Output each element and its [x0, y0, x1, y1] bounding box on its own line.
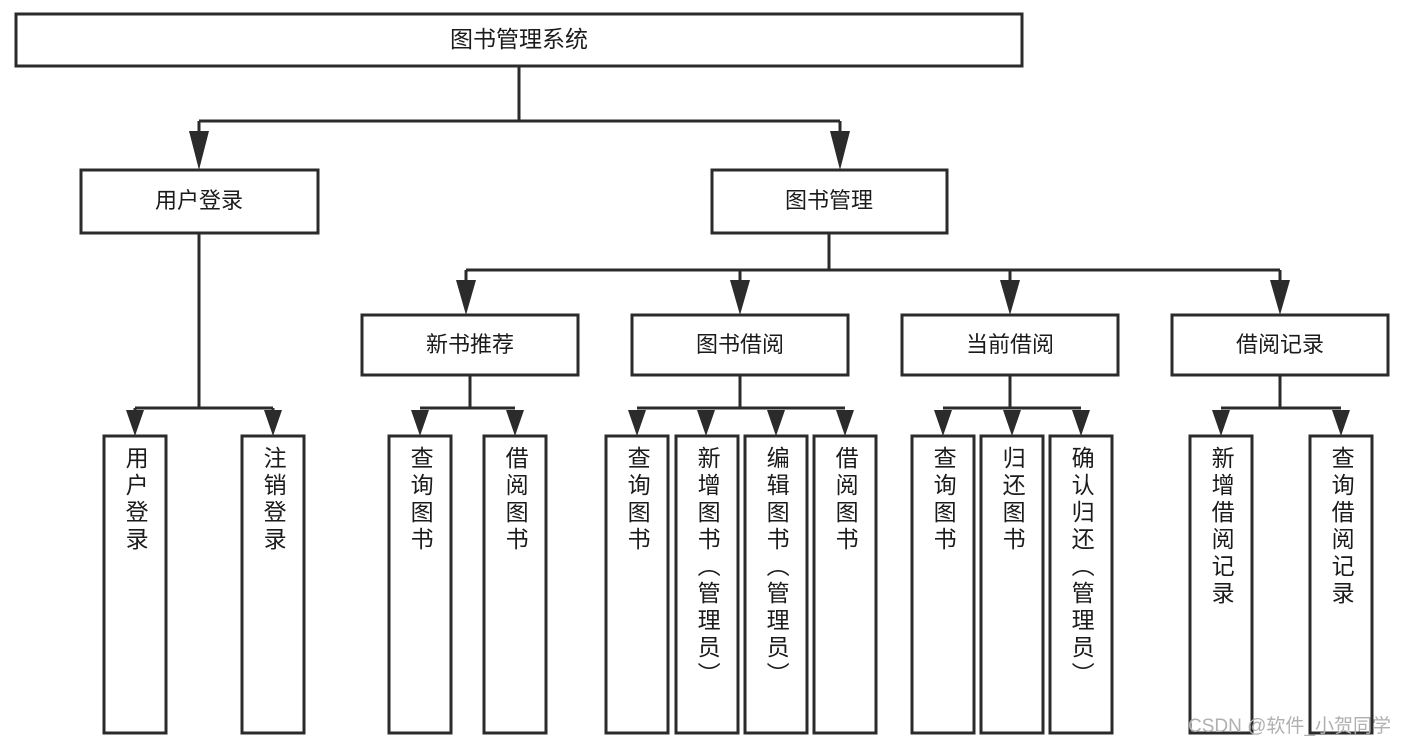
- node-user-login-box[interactable]: [79, 168, 320, 235]
- connectors-borrow-to-leaves: [628, 375, 854, 436]
- node-book-manage-label: 图书管理: [785, 188, 873, 213]
- arrow-to-new-book-recommend: [456, 280, 476, 315]
- arrow-to-leaf-query-book-a: [411, 410, 429, 436]
- node-new-book-recommend[interactable]: 新书推荐: [360, 313, 580, 377]
- arrow-to-leaf-borrow-book-b: [836, 410, 854, 436]
- arrow-to-leaf-logout: [264, 410, 282, 436]
- arrow-to-current-borrow: [1000, 280, 1020, 315]
- node-user-login[interactable]: 用户登录: [79, 168, 320, 235]
- connectors-current-to-leaves: [934, 375, 1090, 436]
- arrow-to-user-login: [189, 131, 209, 170]
- connectors-record-to-leaves: [1212, 375, 1350, 436]
- leaf-node-box[interactable]: [1188, 434, 1254, 735]
- arrow-to-leaf-confirm-return: [1072, 410, 1090, 436]
- arrow-to-leaf-query-book-c: [934, 410, 952, 436]
- arrow-to-leaf-user-login: [126, 410, 144, 436]
- leaf-node-box[interactable]: [102, 434, 168, 735]
- arrow-to-leaf-borrow-book-a: [506, 410, 524, 436]
- node-new-book-recommend-box[interactable]: [360, 313, 580, 377]
- leaf-node-box[interactable]: [743, 434, 809, 735]
- node-book-borrow[interactable]: 图书借阅: [630, 313, 850, 377]
- node-root-box[interactable]: [14, 12, 1024, 68]
- leaf-node-box[interactable]: [910, 434, 976, 735]
- node-borrow-record-label: 借阅记录: [1236, 332, 1324, 357]
- leaf-node-box[interactable]: [482, 434, 548, 735]
- connectors-recommend-to-leaves: [411, 375, 524, 436]
- arrow-to-leaf-return-book: [1003, 410, 1021, 436]
- node-user-login-label: 用户登录: [155, 188, 243, 213]
- leaf-boxes: [102, 434, 1374, 735]
- leaf-node-box[interactable]: [387, 434, 453, 735]
- arrow-to-leaf-edit-book: [767, 410, 785, 436]
- leaf-node-box[interactable]: [1048, 434, 1114, 735]
- arrow-to-leaf-query-book-b: [628, 410, 646, 436]
- arrow-to-book-borrow: [730, 280, 750, 315]
- arrow-to-book-manage: [830, 131, 850, 170]
- connectors-bookmanage-to-level3: [456, 233, 1290, 315]
- node-root-label: 图书管理系统: [450, 26, 588, 52]
- node-book-borrow-label: 图书借阅: [696, 332, 784, 357]
- node-book-manage-box[interactable]: [710, 168, 949, 235]
- arrow-to-leaf-query-record: [1332, 410, 1350, 436]
- leaf-node-box[interactable]: [979, 434, 1045, 735]
- arrow-to-borrow-record: [1270, 280, 1290, 315]
- node-borrow-record[interactable]: 借阅记录: [1170, 313, 1390, 377]
- node-root[interactable]: 图书管理系统: [14, 12, 1024, 68]
- connectors-userlogin-to-leaves: [126, 233, 282, 436]
- node-current-borrow-label: 当前借阅: [966, 332, 1054, 357]
- arrow-to-leaf-add-book: [697, 410, 715, 436]
- connectors-root-to-level2: [189, 66, 850, 170]
- leaf-node-box[interactable]: [1308, 434, 1374, 735]
- arrow-to-leaf-add-record: [1212, 410, 1230, 436]
- watermark: CSDN @软件_小贺同学: [1188, 716, 1391, 737]
- node-book-borrow-box[interactable]: [630, 313, 850, 377]
- node-current-borrow[interactable]: 当前借阅: [900, 313, 1120, 377]
- leaf-node-box[interactable]: [240, 434, 306, 735]
- node-borrow-record-box[interactable]: [1170, 313, 1390, 377]
- leaf-node-box[interactable]: [812, 434, 878, 735]
- node-book-manage[interactable]: 图书管理: [710, 168, 949, 235]
- node-new-book-recommend-label: 新书推荐: [426, 332, 514, 357]
- node-current-borrow-box[interactable]: [900, 313, 1120, 377]
- leaf-node-box[interactable]: [604, 434, 670, 735]
- leaf-node-box[interactable]: [674, 434, 740, 735]
